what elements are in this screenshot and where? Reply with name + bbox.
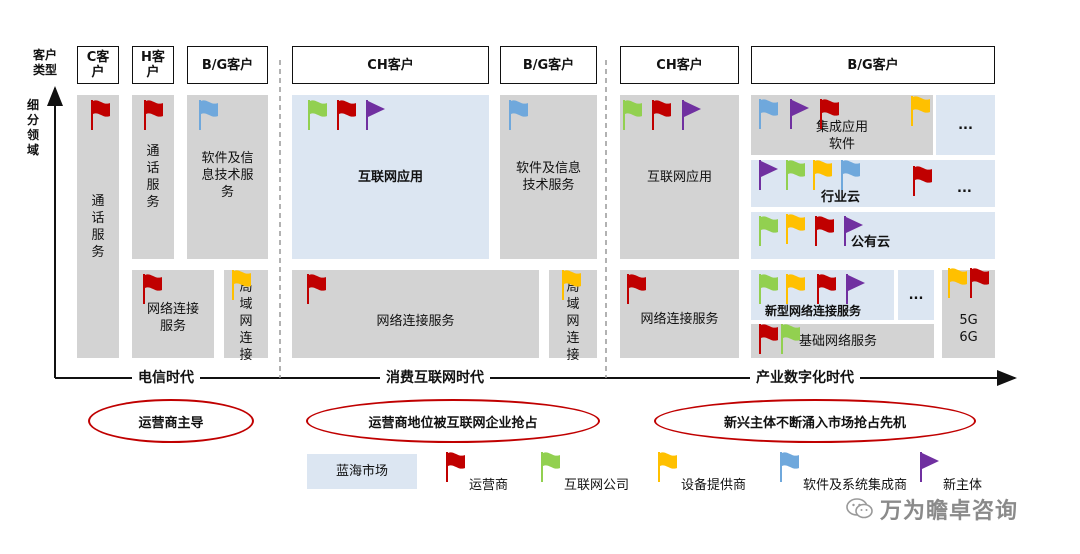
cell-software-consumer-label: 软件及信息技术服务 xyxy=(515,161,581,193)
legend-software-flag-icon xyxy=(780,452,799,482)
flag-internet-icon xyxy=(623,100,642,130)
cell-6g-label: 6G xyxy=(959,330,978,345)
more-network-dots: ... xyxy=(908,287,924,303)
legend-operator-flag-icon xyxy=(446,452,465,482)
flag-internet-icon xyxy=(786,160,805,190)
legend-internet-flag-icon xyxy=(541,452,560,482)
flag-operator-icon xyxy=(143,274,162,304)
flag-software-icon xyxy=(841,160,860,190)
legend-new-entity-label: 新主体 xyxy=(943,478,983,493)
flag-software-icon xyxy=(199,100,218,130)
cell-basic-network-label: 基础网络服务 xyxy=(799,334,878,349)
flag-internet-icon xyxy=(781,324,800,354)
oval-industrial-summary: 新兴主体不断涌入市场抢占先机 xyxy=(654,399,976,443)
flag-equipment-icon xyxy=(948,268,967,298)
cell-basic-network: 基础网络服务 xyxy=(751,324,934,358)
legend-software-label: 软件及系统集成商 xyxy=(803,478,908,493)
flag-operator-icon xyxy=(759,324,778,354)
flag-operator-icon xyxy=(627,274,646,304)
flag-operator-icon xyxy=(817,274,836,304)
flag-new-entity-icon xyxy=(790,99,809,129)
oval-consumer-summary: 运营商地位被互联网企业抢占 xyxy=(306,399,600,443)
flag-operator-icon xyxy=(91,100,110,130)
flag-new-entity-icon xyxy=(366,100,385,130)
flag-equipment-icon xyxy=(232,270,251,300)
cell-call-service-h-label: 通话服务 xyxy=(146,144,160,210)
era-label-industrial: 产业数字化时代 xyxy=(750,367,860,387)
header-bg-customer-3: B/G客户 xyxy=(751,46,995,84)
cell-software-telecom: 软件及信息技术服务 xyxy=(187,95,268,259)
cell-call-service-c: 通话服务 xyxy=(77,95,119,358)
era-label-telecom: 电信时代 xyxy=(132,367,200,387)
flag-internet-icon xyxy=(308,100,327,130)
flag-equipment-icon xyxy=(786,274,805,304)
cell-internet-app-consumer: 互联网应用 xyxy=(292,95,489,259)
cell-5g-6g: 5G 6G xyxy=(942,270,995,358)
flag-equipment-icon xyxy=(813,160,832,190)
cell-5g-label: 5G xyxy=(959,313,978,328)
header-bg-customer-1: B/G客户 xyxy=(187,46,268,84)
legend-new-entity-flag-icon xyxy=(920,452,939,482)
flag-operator-icon xyxy=(144,100,163,130)
cell-industry-cloud-label: 行业云 xyxy=(821,190,861,205)
cell-new-network-label: 新型网络连接服务 xyxy=(765,304,862,318)
flag-internet-icon xyxy=(759,216,778,246)
cell-more-integrated: ... xyxy=(936,95,995,155)
flag-operator-icon xyxy=(652,100,671,130)
cell-network-telecom-label: 网络连接服务 xyxy=(146,302,199,334)
header-ch-customer-3: CH客户 xyxy=(620,46,739,84)
legend-operator-label: 运营商 xyxy=(469,478,509,493)
flag-software-icon xyxy=(759,99,778,129)
header-bg-customer-2: B/G客户 xyxy=(500,46,597,84)
flag-new-entity-icon xyxy=(846,274,865,304)
cell-integrated-software: 集成应用软件 xyxy=(751,95,933,155)
cell-lan-consumer-label: 局域网连接 xyxy=(566,279,580,363)
more-integrated-dots: ... xyxy=(958,117,973,133)
cell-software-consumer: 软件及信息技术服务 xyxy=(500,95,597,259)
flag-internet-icon xyxy=(759,274,778,304)
flag-operator-icon xyxy=(820,99,839,129)
flag-operator-icon xyxy=(337,100,356,130)
flag-software-icon xyxy=(509,100,528,130)
cell-more-network: ... xyxy=(898,270,934,320)
watermark-text: 万为瞻卓咨询 xyxy=(880,499,1019,524)
y-axis-title-segment: 细分领域 xyxy=(26,98,39,157)
legend-internet-label: 互联网公司 xyxy=(564,478,630,493)
cell-software-telecom-label: 软件及信息技术服务 xyxy=(201,151,254,200)
flag-equipment-icon xyxy=(911,96,930,126)
flag-new-entity-icon xyxy=(682,100,701,130)
cell-call-service-c-label: 通话服务 xyxy=(91,193,105,260)
legend-blue-ocean: 蓝海市场 xyxy=(307,454,417,489)
oval-telecom-summary: 运营商主导 xyxy=(88,399,254,443)
cell-call-service-h: 通话服务 xyxy=(132,95,174,259)
flag-operator-icon xyxy=(970,268,989,298)
legend-equipment-label: 设备提供商 xyxy=(681,478,747,493)
watermark: 万为瞻卓咨询 xyxy=(846,493,1018,525)
header-ch-customer-2: CH客户 xyxy=(292,46,489,84)
cell-internet-app-industrial: 互联网应用 xyxy=(620,95,739,259)
flag-equipment-icon xyxy=(562,270,581,300)
header-h-customer: H客户 xyxy=(132,46,174,84)
flag-operator-icon xyxy=(307,274,326,304)
header-c-customer: C客户 xyxy=(77,46,119,84)
cell-network-industrial: 网络连接服务 xyxy=(620,270,739,358)
flag-operator-icon xyxy=(913,166,932,196)
y-axis-title-customer-type: 客户类型 xyxy=(32,48,57,77)
flag-new-entity-icon xyxy=(759,160,778,190)
cell-lan-telecom-label: 局域网连接 xyxy=(239,279,253,363)
flag-new-entity-icon xyxy=(844,216,863,246)
cell-network-consumer: 网络连接服务 xyxy=(292,270,539,358)
cell-integrated-software-label: 集成应用软件 xyxy=(815,120,868,152)
legend-equipment-flag-icon xyxy=(658,452,677,482)
cell-public-cloud-label: 公有云 xyxy=(851,235,891,250)
flag-equipment-icon xyxy=(786,214,805,244)
era-label-consumer: 消费互联网时代 xyxy=(380,367,490,387)
wechat-icon xyxy=(846,498,873,519)
more-cloud-dots: ... xyxy=(957,181,972,196)
flag-operator-icon xyxy=(815,216,834,246)
